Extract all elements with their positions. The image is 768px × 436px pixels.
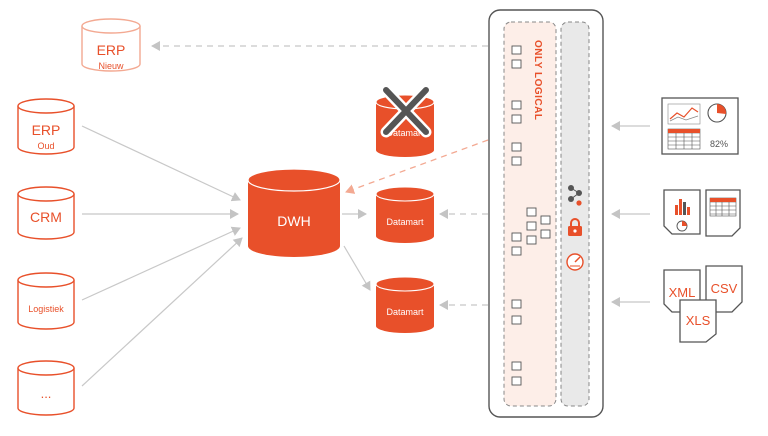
gauge-icon bbox=[566, 253, 584, 271]
arrow-logistiek-to-dwh bbox=[81, 226, 241, 301]
arrow-erp-old-to-dwh bbox=[81, 125, 241, 202]
datamart-middle-label: Datamart bbox=[386, 217, 424, 227]
table-icon bbox=[511, 142, 522, 152]
table-icon bbox=[526, 235, 537, 245]
source-crm: CRM bbox=[17, 186, 75, 240]
source-erp-old: ERP Oud bbox=[17, 98, 75, 155]
table-icon bbox=[511, 45, 522, 55]
table-icon bbox=[526, 207, 537, 217]
arrow-logical-to-dwh bbox=[345, 139, 489, 194]
dashboard-percent: 82% bbox=[710, 139, 728, 149]
lock-icon bbox=[568, 218, 582, 236]
line-chart-icon bbox=[667, 103, 701, 125]
table-icon bbox=[526, 221, 537, 231]
table-icon bbox=[511, 59, 522, 69]
other-title: ... bbox=[41, 386, 52, 401]
table-icon bbox=[511, 299, 522, 309]
crm-title: CRM bbox=[30, 209, 62, 225]
cross-icon bbox=[380, 84, 432, 138]
datamart-crossed: Datamart bbox=[375, 84, 435, 157]
source-logistiek: Logistiek bbox=[17, 272, 75, 330]
only-logical-title: ONLY LOGICAL bbox=[532, 40, 543, 120]
report-bar-chart-document bbox=[663, 189, 701, 235]
dashboard-document: 82% bbox=[661, 97, 739, 155]
source-erp-new: ERP Nieuw bbox=[81, 18, 141, 72]
table-grid-icon bbox=[667, 128, 701, 150]
logistiek-title: Logistiek bbox=[28, 304, 64, 314]
arrow-other-to-dwh bbox=[81, 237, 243, 387]
pie-chart-icon bbox=[707, 103, 727, 123]
erp-old-subtitle: Oud bbox=[37, 141, 54, 151]
file-xls: XLS bbox=[679, 299, 717, 343]
table-icon bbox=[511, 361, 522, 371]
erp-new-title: ERP bbox=[97, 42, 126, 58]
xls-label: XLS bbox=[686, 313, 711, 328]
logical-layer-panel: ONLY LOGICAL bbox=[488, 9, 604, 418]
source-other: ... bbox=[17, 360, 75, 416]
dwh-database: DWH bbox=[247, 168, 341, 257]
logical-table-icons bbox=[511, 45, 551, 386]
connectors bbox=[81, 41, 650, 387]
dwh-title: DWH bbox=[277, 213, 310, 229]
table-icon bbox=[511, 315, 522, 325]
erp-new-subtitle: Nieuw bbox=[98, 61, 124, 71]
erp-old-title: ERP bbox=[32, 122, 61, 138]
table-icon bbox=[511, 100, 522, 110]
datamart-crossed-label: Datamart bbox=[386, 128, 424, 138]
datamart-bottom-label: Datamart bbox=[386, 307, 424, 317]
datamart-middle: Datamart bbox=[375, 186, 435, 243]
table-icon bbox=[540, 215, 551, 225]
arrow-dwh-to-datamart-bottom bbox=[343, 245, 371, 291]
table-icon bbox=[511, 232, 522, 242]
table-icon bbox=[540, 229, 551, 239]
table-icon bbox=[511, 114, 522, 124]
table-icon bbox=[511, 156, 522, 166]
xml-label: XML bbox=[669, 285, 696, 300]
network-icon bbox=[568, 185, 582, 206]
datamart-bottom: Datamart bbox=[375, 276, 435, 333]
table-icon bbox=[511, 376, 522, 386]
table-icon bbox=[511, 246, 522, 256]
csv-label: CSV bbox=[711, 281, 738, 296]
report-table-document bbox=[705, 189, 741, 237]
